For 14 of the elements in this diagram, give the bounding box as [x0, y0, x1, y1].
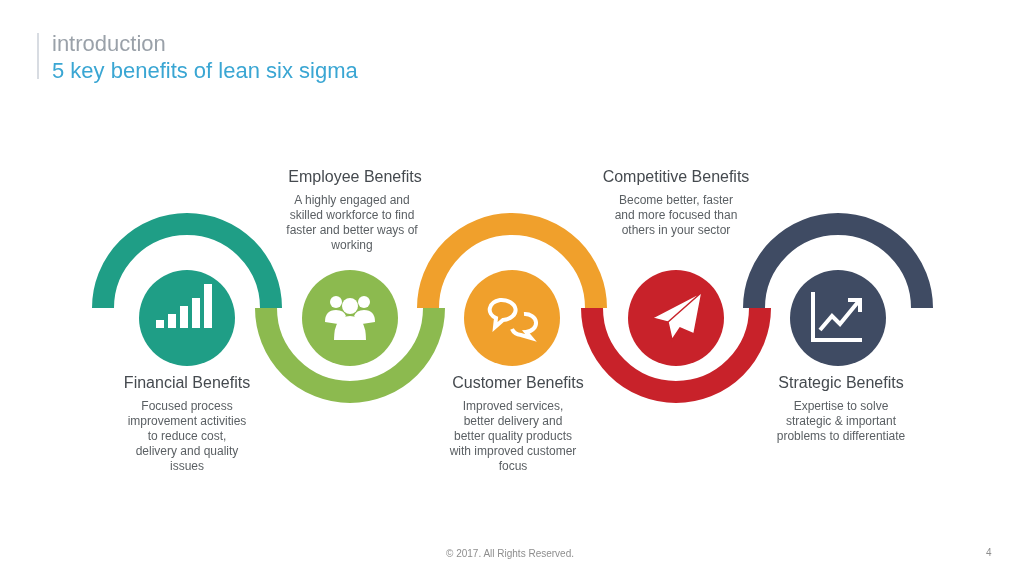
- benefit-heading: Competitive Benefits: [602, 168, 750, 186]
- slide-title: 5 key benefits of lean six sigma: [52, 58, 358, 84]
- benefit-description: Focused process improvement activities to reduce cost, delivery and quality issues: [126, 399, 248, 474]
- benefit-heading: Customer Benefits: [452, 374, 584, 392]
- benefit-description: Expertise to solve strategic & important problems to differentiate: [776, 399, 906, 444]
- page-number: 4: [986, 547, 992, 558]
- benefit-heading: Strategic Benefits: [778, 374, 904, 392]
- benefit-heading: Financial Benefits: [123, 374, 251, 392]
- benefit-description: Improved services, better delivery and better quality products with improved customer focus: [449, 399, 577, 474]
- benefit-description: A highly engaged and skilled workforce to find faster and better ways of working: [285, 193, 419, 253]
- benefit-heading: Employee Benefits: [288, 168, 422, 186]
- section-label: introduction: [52, 31, 166, 57]
- copyright-notice: © 2017. All Rights Reserved.: [446, 548, 574, 559]
- benefit-description: Become better, faster and more focused than others in your sector: [613, 193, 739, 238]
